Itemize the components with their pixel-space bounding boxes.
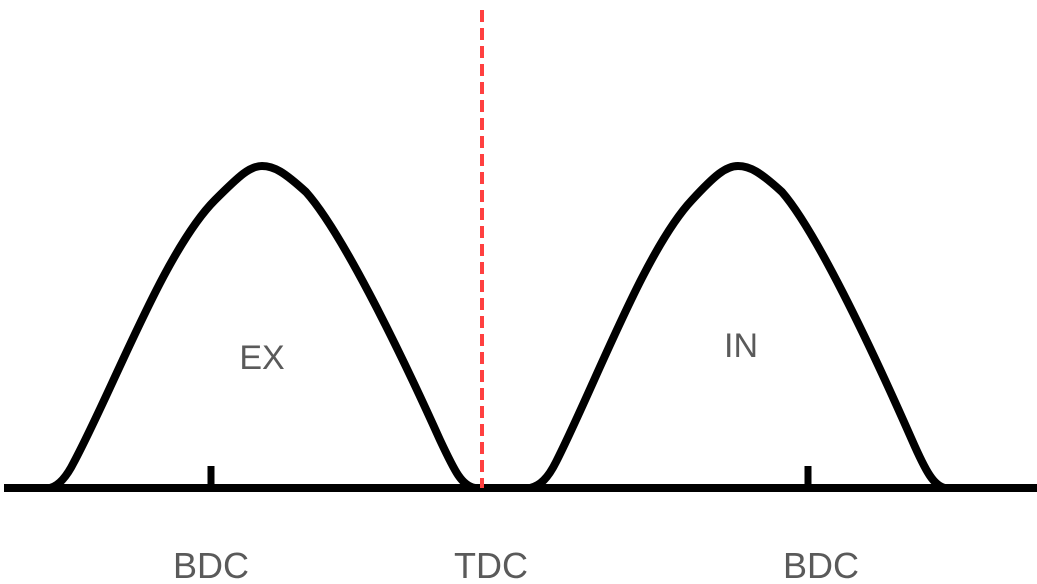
exhaust-lobe-curve [46, 162, 479, 492]
exhaust-lobe-label: EX [239, 339, 284, 377]
tdc-label: TDC [454, 545, 528, 584]
left-bdc-label: BDC [173, 545, 249, 584]
right-bdc-label: BDC [783, 545, 859, 584]
intake-lobe-curve [526, 162, 949, 492]
intake-lobe-label: IN [724, 327, 758, 365]
